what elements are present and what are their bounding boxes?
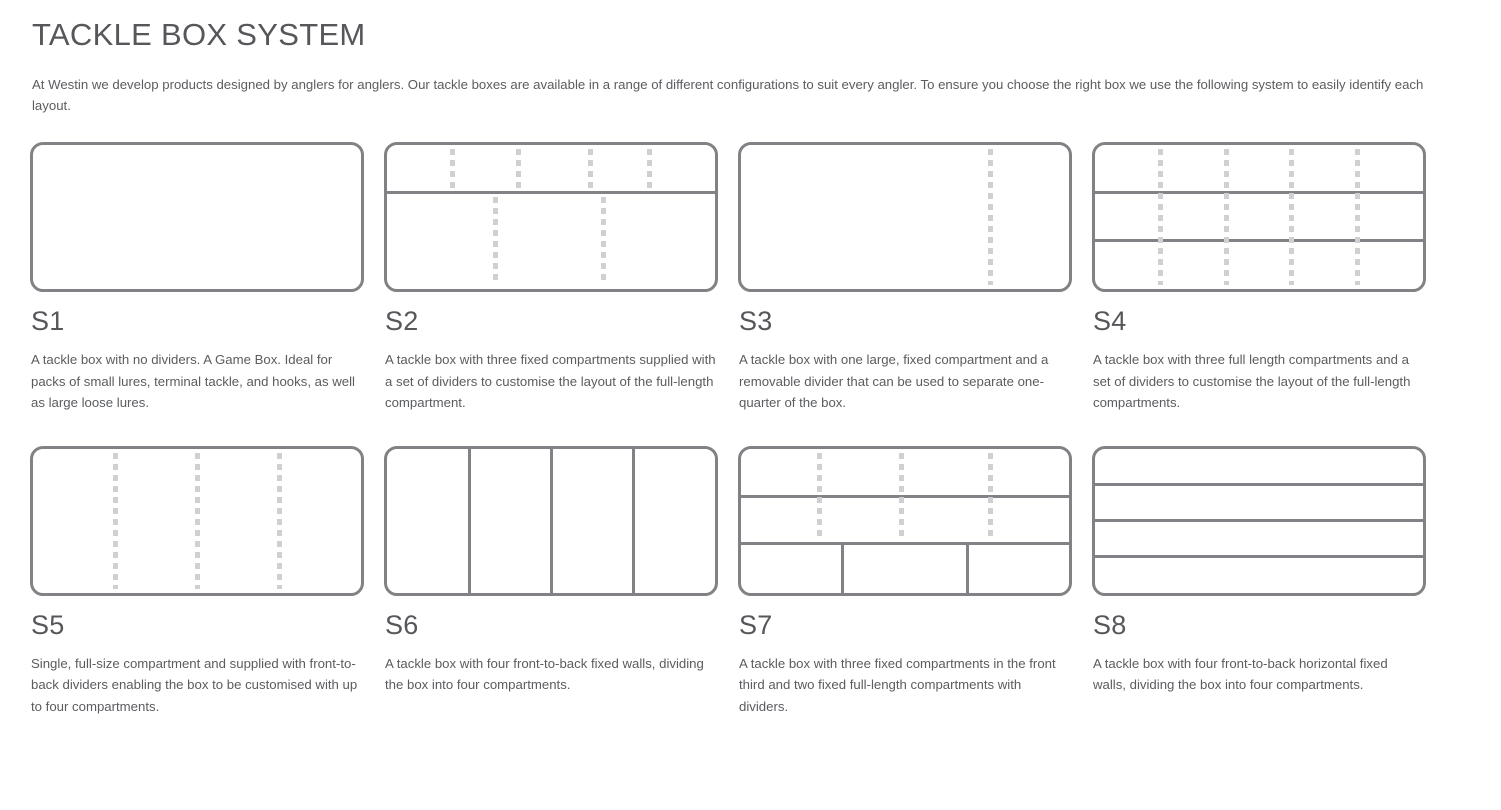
box-code-label: S3	[739, 306, 773, 337]
fixed-vertical-wall	[841, 543, 845, 593]
box-code-label: S7	[739, 609, 773, 640]
removable-divider	[817, 452, 823, 540]
removable-divider	[194, 452, 200, 589]
box-description: A tackle box with one large, fixed compa…	[739, 352, 1049, 411]
fixed-vertical-wall	[467, 448, 471, 593]
box-outline	[384, 445, 718, 596]
box-description: A tackle box with three fixed compartmen…	[385, 352, 716, 411]
box-code-label: S8	[1093, 609, 1127, 640]
tackle-box-system-page: TACKLE BOX SYSTEM At Westin we develop p…	[30, 17, 1471, 718]
tackle-box-s4-diagram	[1092, 142, 1426, 293]
fixed-horizontal-wall	[1095, 555, 1423, 559]
removable-divider	[600, 196, 606, 286]
tackle-box-s8-diagram	[1092, 445, 1426, 596]
box-outline	[738, 142, 1072, 293]
tackle-box-card-s7: S7 A tackle box with three fixed compartm…	[738, 414, 1092, 718]
box-outline	[30, 445, 364, 596]
box-outline	[1092, 142, 1426, 293]
removable-divider	[1223, 149, 1229, 286]
tackle-box-card-s3: S3 A tackle box with one large, fixed com…	[738, 142, 1092, 414]
removable-divider	[515, 149, 521, 189]
box-outline	[738, 445, 1072, 596]
tackle-box-s3-diagram	[738, 142, 1072, 293]
tackle-box-card-s2: S2 A tackle box with three fixed compartm…	[384, 142, 738, 414]
box-description: A tackle box with four front-to-back hor…	[1093, 655, 1388, 693]
tackle-box-s2-diagram	[384, 142, 718, 293]
fixed-vertical-wall	[965, 543, 969, 593]
removable-divider	[987, 452, 993, 540]
box-code-label: S6	[385, 609, 419, 640]
tackle-box-s5-diagram	[30, 445, 364, 596]
page-title: TACKLE BOX SYSTEM	[32, 17, 366, 52]
removable-divider	[276, 452, 282, 589]
box-description: A tackle box with three full length comp…	[1093, 352, 1411, 411]
box-outline	[384, 142, 718, 293]
box-description: A tackle box with three fixed compartmen…	[739, 655, 1056, 714]
box-description: A tackle box with no dividers. A Game Bo…	[31, 352, 355, 411]
removable-divider	[112, 452, 118, 589]
removable-divider	[587, 149, 593, 189]
fixed-horizontal-wall	[741, 542, 1069, 546]
removable-divider	[987, 149, 993, 286]
fixed-horizontal-wall	[1095, 483, 1423, 487]
fixed-horizontal-wall	[1095, 519, 1423, 523]
box-code-label: S2	[385, 306, 419, 337]
box-description: Single, full-size compartment and suppli…	[31, 655, 358, 714]
box-description: A tackle box with four front-to-back fix…	[385, 655, 704, 693]
box-outline	[30, 142, 364, 293]
box-outline	[1092, 445, 1426, 596]
removable-divider	[899, 452, 905, 540]
tackle-box-grid-row-1: S1 A tackle box with no dividers. A Game …	[30, 142, 1471, 414]
intro-paragraph: At Westin we develop products designed b…	[32, 77, 1424, 114]
removable-divider	[1158, 149, 1164, 286]
removable-divider	[646, 149, 652, 189]
tackle-box-s7-diagram	[738, 445, 1072, 596]
tackle-box-card-s8: S8 A tackle box with four front-to-back h…	[1092, 414, 1446, 718]
tackle-box-card-s1: S1 A tackle box with no dividers. A Game …	[30, 142, 384, 414]
tackle-box-s1-diagram	[30, 142, 364, 293]
fixed-vertical-wall	[549, 448, 553, 593]
box-code-label: S1	[31, 306, 65, 337]
box-code-label: S4	[1093, 306, 1127, 337]
fixed-horizontal-wall	[1095, 191, 1423, 195]
fixed-horizontal-wall	[387, 191, 715, 195]
tackle-box-s6-diagram	[384, 445, 718, 596]
tackle-box-card-s6: S6 A tackle box with four front-to-back f…	[384, 414, 738, 718]
fixed-horizontal-wall	[741, 494, 1069, 498]
removable-divider	[1289, 149, 1295, 286]
removable-divider	[492, 196, 498, 286]
fixed-horizontal-wall	[1095, 238, 1423, 242]
fixed-vertical-wall	[631, 448, 635, 593]
tackle-box-card-s4: S4 A tackle box with three full length co…	[1092, 142, 1446, 414]
removable-divider	[1354, 149, 1360, 286]
box-code-label: S5	[31, 609, 65, 640]
removable-divider	[450, 149, 456, 189]
